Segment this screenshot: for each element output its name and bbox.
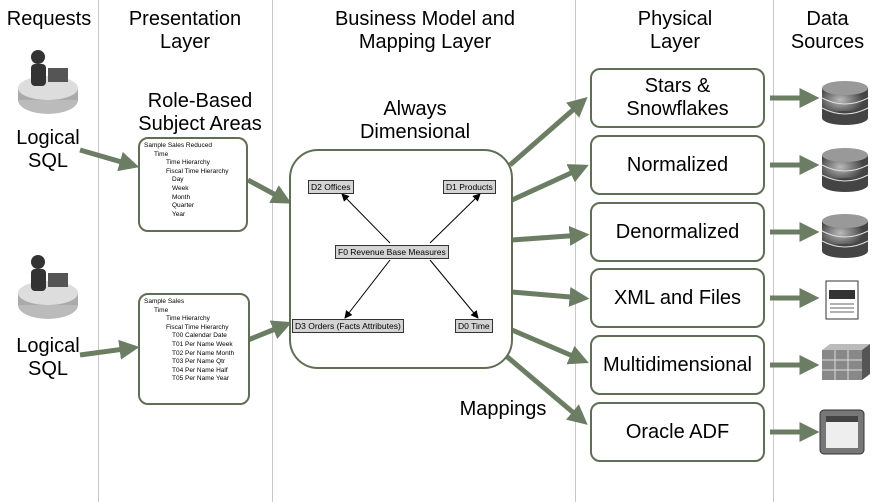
relationship-lines — [341, 193, 481, 319]
subject-area-tree-1[interactable]: Sample Sales Reduced Time Time Hierarchy… — [138, 137, 248, 232]
logical-sql-2: Logical SQL — [16, 335, 80, 380]
tree-node[interactable]: Fiscal Time Hierarchy — [166, 323, 229, 331]
header-requests: Requests — [6, 8, 92, 30]
xml-file-icon — [825, 280, 859, 320]
tree-node[interactable]: T01 Per Name Week — [172, 340, 233, 348]
tree-node[interactable]: Time Hierarchy — [166, 159, 210, 167]
divider — [272, 0, 273, 502]
tree-node[interactable]: Year — [172, 210, 186, 218]
user-icon — [18, 50, 78, 114]
tree-node[interactable]: Quarter — [172, 202, 195, 210]
entity-f0-revenue[interactable]: F0 Revenue Base Measures — [335, 245, 449, 259]
header-physical: Physical Layer — [637, 8, 713, 53]
tree-node[interactable]: Fiscal Time Hierarchy — [166, 167, 229, 175]
tree-node[interactable]: T00 Calendar Date — [172, 332, 227, 340]
role-based-label: Role-Based Subject Areas — [138, 90, 262, 135]
entity-d0-time[interactable]: D0 Time — [455, 319, 493, 333]
cube-icon — [822, 344, 870, 380]
tree-node[interactable]: T04 Per Name Half — [172, 366, 228, 374]
logical-sql-1: Logical SQL — [16, 127, 80, 172]
physical-normalized[interactable]: Normalized — [590, 135, 765, 195]
entity-d1-products[interactable]: D1 Products — [443, 180, 496, 194]
database-cylinders — [821, 81, 869, 258]
divider — [575, 0, 576, 502]
physical-multidimensional[interactable]: Multidimensional — [590, 335, 765, 395]
divider — [773, 0, 774, 502]
tree-node[interactable]: Time — [154, 306, 169, 314]
tree-node[interactable]: Sample Sales — [144, 298, 185, 305]
divider — [98, 0, 99, 502]
always-dimensional-label: Always Dimensional — [359, 98, 471, 143]
tree-node[interactable]: T03 Per Name Qtr — [172, 358, 226, 366]
physical-stars-snowflakes[interactable]: Stars & Snowflakes — [590, 68, 765, 128]
entity-d3-orders[interactable]: D3 Orders (Facts Attributes) — [292, 319, 404, 333]
physical-denormalized[interactable]: Denormalized — [590, 202, 765, 262]
tree-node[interactable]: Week — [172, 184, 189, 192]
entity-d2-offices[interactable]: D2 Offices — [308, 180, 354, 194]
tree-node[interactable]: Time — [154, 150, 169, 158]
tree-node[interactable]: T02 Per Name Month — [172, 349, 235, 357]
tree-node[interactable]: Sample Sales Reduced — [144, 142, 212, 149]
physical-oracle-adf[interactable]: Oracle ADF — [590, 402, 765, 462]
tree-node[interactable]: Day — [172, 176, 184, 184]
header-business: Business Model and Mapping Layer — [334, 8, 516, 53]
tree-node[interactable]: T05 Per Name Year — [172, 375, 230, 383]
adf-window-icon — [819, 409, 865, 455]
header-sources: Data Sources — [790, 8, 865, 53]
mappings-label: Mappings — [459, 398, 547, 420]
header-presentation: Presentation Layer — [128, 8, 242, 53]
user-icon — [18, 255, 78, 319]
tree-node[interactable]: Month — [172, 193, 191, 201]
physical-xml-files[interactable]: XML and Files — [590, 268, 765, 328]
flow-arrows — [79, 88, 820, 442]
tree-node[interactable]: Time Hierarchy — [166, 315, 210, 323]
subject-area-tree-2[interactable]: Sample Sales Time Time Hierarchy Fiscal … — [138, 293, 250, 405]
